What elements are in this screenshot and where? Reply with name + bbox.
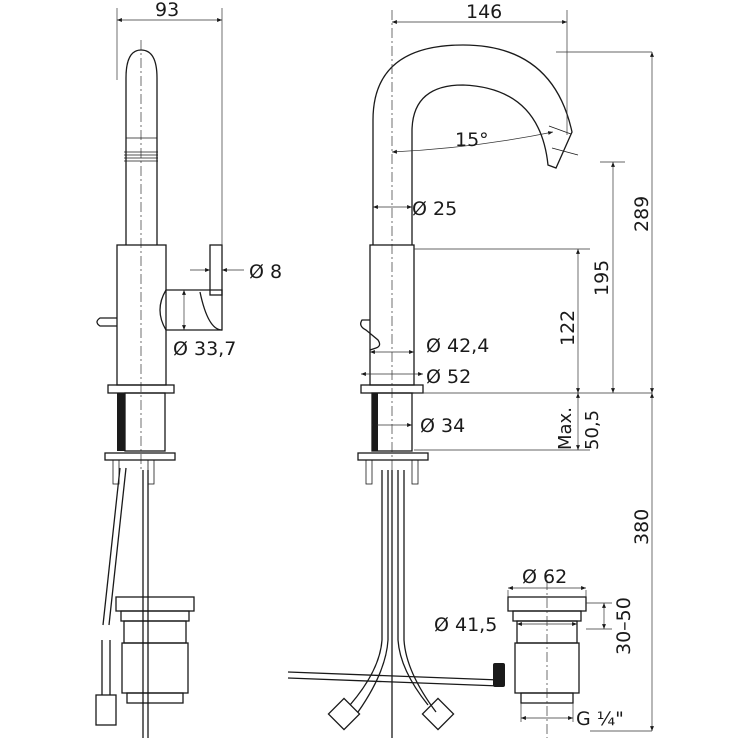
- dim-max-value: 50,5: [582, 410, 603, 450]
- dim-side-width: 93: [155, 0, 179, 21]
- dim-spout-reach: 146: [466, 1, 502, 23]
- dim-spout-height: 195: [591, 260, 613, 296]
- dim-hose-length: 380: [631, 509, 653, 545]
- dim-waste-top-diameter: Ø 62: [522, 566, 567, 588]
- dim-spout-angle: 15°: [455, 129, 489, 151]
- front-view: 146 15° Ø 25 Ø 42,4 Ø 52 Ø 34 289 195 12…: [287, 1, 654, 738]
- dim-lever-height: 122: [557, 310, 579, 346]
- dim-max-label: Max.: [555, 407, 576, 450]
- aerator: [124, 137, 158, 162]
- dim-lever-diameter: Ø 8: [249, 261, 282, 283]
- dim-base-diameter-a: Ø 42,4: [426, 335, 489, 357]
- dim-spout-diameter: Ø 25: [412, 198, 457, 220]
- dim-thread: G ¼": [576, 708, 624, 730]
- dim-body-diameter: Ø 33,7: [173, 338, 236, 360]
- dim-shank-diameter: Ø 34: [420, 415, 465, 437]
- dim-base-diameter-b: Ø 52: [426, 366, 471, 388]
- side-view: 93 Ø 8 Ø 33,7: [95, 0, 282, 738]
- dim-waste-adjustment: 30–50: [613, 597, 635, 655]
- dim-waste-diameter: Ø 41,5: [434, 614, 497, 636]
- dim-total-height: 289: [631, 196, 653, 232]
